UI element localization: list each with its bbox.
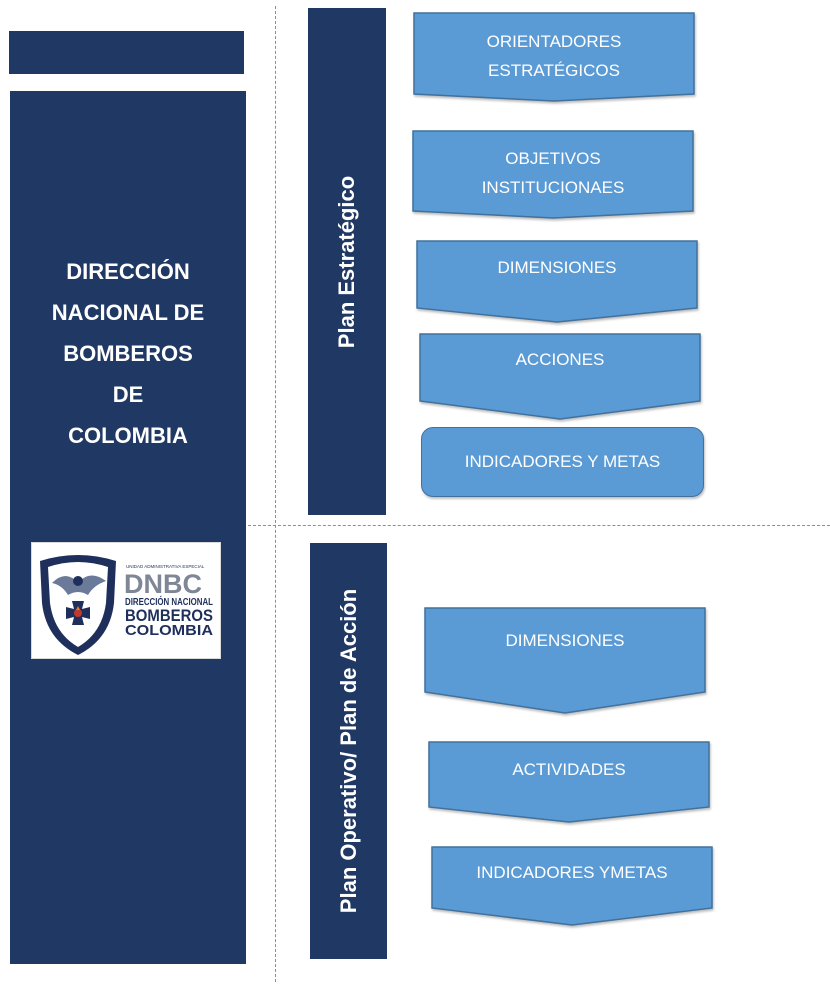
organization-name-line: NACIONAL DE <box>51 300 205 325</box>
header-bar <box>9 31 244 74</box>
shield-icon <box>40 555 116 655</box>
step-orientadores-estrategicos: ORIENTADORES ESTRATÉGICOS <box>413 12 695 102</box>
organization-name: DIRECCIÓN NACIONAL DE BOMBEROS DE COLOMB… <box>10 251 246 456</box>
step-label: ACCIONES <box>515 350 605 369</box>
step-label: INDICADORES Y METAS <box>464 452 661 471</box>
horizontal-separator <box>248 525 830 526</box>
step-objetivos-institucionales: OBJETIVOS INSTITUCIONAES <box>412 130 694 219</box>
step-label: DIMENSIONES <box>505 631 625 650</box>
step-label: INSTITUCIONAES <box>481 178 625 197</box>
organization-panel: DIRECCIÓN NACIONAL DE BOMBEROS DE COLOMB… <box>10 91 246 964</box>
logo-line2: BOMBEROS <box>125 606 213 625</box>
step-indicadores-metas: INDICADORES Y METAS <box>421 427 704 497</box>
logo-small-text: UNIDAD ADMINISTRATIVA ESPECIAL <box>126 564 205 569</box>
logo-line1: DIRECCIÓN NACIONAL <box>125 595 213 608</box>
step-dimensiones: DIMENSIONES <box>416 240 698 323</box>
vertical-separator <box>275 6 276 982</box>
organization-name-line: DIRECCIÓN <box>66 259 190 284</box>
organization-name-line: DE <box>112 382 144 407</box>
step-dimensiones-operativo: DIMENSIONES <box>424 607 706 714</box>
strategic-plan-label: Plan Estratégico <box>334 175 359 348</box>
dnbc-logo: UNIDAD ADMINISTRATIVA ESPECIAL DNBC DIRE… <box>31 542 221 659</box>
step-label: ESTRATÉGICOS <box>488 61 620 80</box>
step-actividades: ACTIVIDADES <box>428 741 710 823</box>
step-label: DIMENSIONES <box>497 258 617 277</box>
step-label: OBJETIVOS <box>505 149 601 168</box>
strategic-plan-banner: Plan Estratégico <box>308 8 386 515</box>
logo-acronym: DNBC <box>124 569 202 599</box>
step-acciones: ACCIONES <box>419 333 701 420</box>
step-label: ORIENTADORES <box>486 32 622 51</box>
operative-plan-label: Plan Operativo/ Plan de Acción <box>335 588 361 914</box>
step-label: INDICADORES YMETAS <box>476 863 668 882</box>
step-label: ACTIVIDADES <box>512 760 626 779</box>
operative-plan-banner: Plan Operativo/ Plan de Acción <box>310 543 387 959</box>
organization-name-line: COLOMBIA <box>68 423 188 448</box>
step-indicadores-metas-operativo: INDICADORES YMETAS <box>431 846 713 926</box>
logo-line3: COLOMBIA <box>125 622 213 639</box>
organization-name-line: BOMBEROS <box>63 341 193 366</box>
